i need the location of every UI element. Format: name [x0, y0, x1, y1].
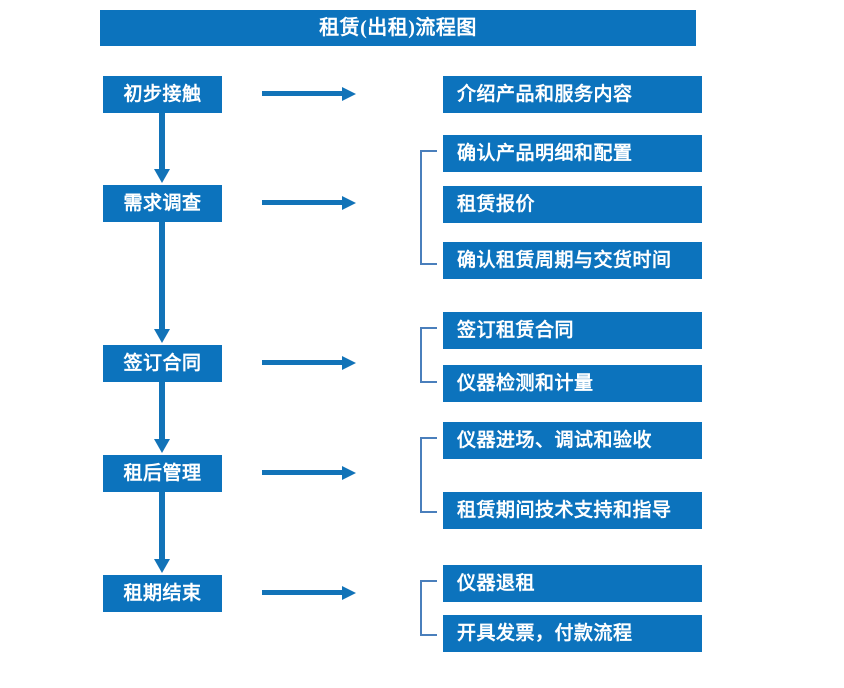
group-bracket-4 [419, 437, 439, 513]
detail-box-1-1[interactable]: 介绍产品和服务内容 [443, 76, 702, 113]
vertical-arrow-3 [152, 382, 172, 455]
detail-box-2-2[interactable]: 租赁报价 [443, 186, 702, 223]
group-bracket-2 [419, 150, 439, 265]
horizontal-arrow-3 [262, 354, 357, 374]
horizontal-arrow-1 [262, 85, 357, 105]
group-bracket-3 [419, 327, 439, 383]
detail-box-4-1[interactable]: 仪器进场、调试和验收 [443, 422, 702, 459]
detail-box-2-1[interactable]: 确认产品明细和配置 [443, 135, 702, 172]
stage-box-1[interactable]: 初步接触 [103, 76, 222, 113]
detail-box-5-1[interactable]: 仪器退租 [443, 565, 702, 602]
vertical-arrow-4 [152, 492, 172, 575]
detail-box-2-3[interactable]: 确认租赁周期与交货时间 [443, 242, 702, 279]
stage-box-2[interactable]: 需求调查 [103, 185, 222, 222]
detail-box-5-2[interactable]: 开具发票，付款流程 [443, 615, 702, 652]
detail-box-3-1[interactable]: 签订租赁合同 [443, 312, 702, 349]
detail-box-4-2[interactable]: 租赁期间技术支持和指导 [443, 492, 702, 529]
chart-title-bar: 租赁(出租)流程图 [100, 10, 696, 46]
vertical-arrow-2 [152, 222, 172, 345]
detail-box-3-2[interactable]: 仪器检测和计量 [443, 365, 702, 402]
stage-box-3[interactable]: 签订合同 [103, 345, 222, 382]
stage-box-4[interactable]: 租后管理 [103, 455, 222, 492]
vertical-arrow-1 [152, 113, 172, 185]
horizontal-arrow-5 [262, 584, 357, 604]
group-bracket-5 [419, 580, 439, 636]
stage-box-5[interactable]: 租期结束 [103, 575, 222, 612]
horizontal-arrow-4 [262, 464, 357, 484]
horizontal-arrow-2 [262, 194, 357, 214]
